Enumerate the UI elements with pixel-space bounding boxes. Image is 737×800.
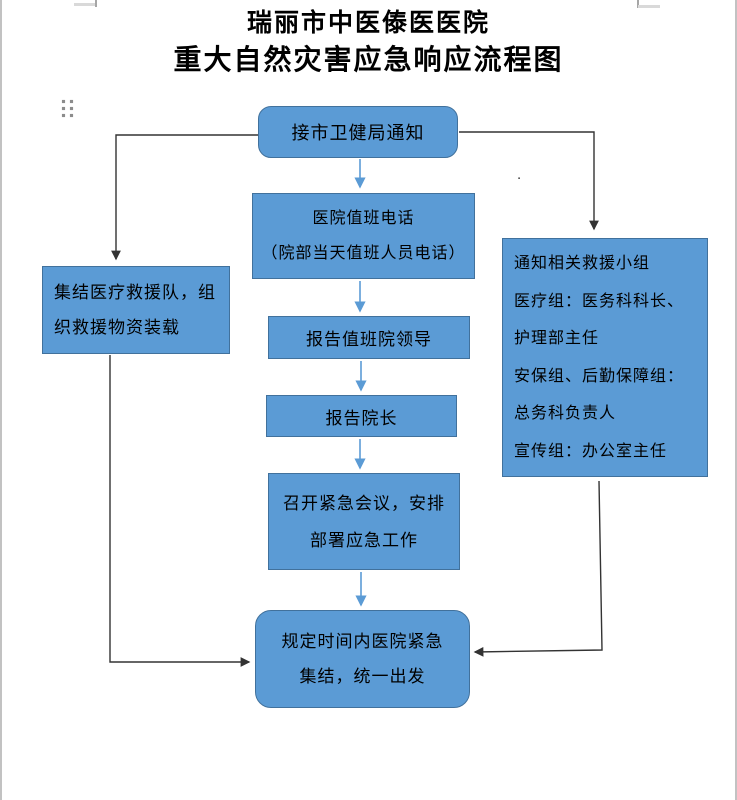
- flow-node-label: 总务科负责人: [514, 405, 617, 422]
- flow-node-duty-phone[interactable]: 医院值班电话 （院部当天值班人员电话）: [252, 193, 475, 279]
- flow-node-assembly-departure[interactable]: 规定时间内医院紧急 集结，统一出发: [255, 610, 470, 708]
- page-title: 瑞丽市中医傣医医院 重大自然灾害应急响应流程图: [0, 8, 737, 77]
- flow-node-label: 集结，统一出发: [299, 667, 426, 686]
- flow-node-label: 护理部主任: [514, 330, 600, 347]
- flow-node-assemble-team[interactable]: 集结医疗救援队，组 织救援物资装载: [42, 266, 230, 354]
- flow-node-label: 安保组、后勤保障组：: [514, 367, 685, 385]
- stray-period-mark: .: [517, 166, 522, 183]
- text-boundary-mark-right: [638, 5, 660, 8]
- flow-node-label: 接市卫健局通知: [291, 123, 425, 143]
- connector-notice-to-notifygroups: [459, 131, 599, 231]
- flow-node-label: 报告值班院领导: [306, 330, 432, 349]
- connector-assembleteam-to-assembly: [109, 355, 251, 667]
- flow-node-label: 部署应急工作: [310, 530, 418, 550]
- page-left-edge: [0, 0, 2, 800]
- flow-node-label: 报告院长: [325, 408, 398, 428]
- text-boundary-mark-left: [74, 3, 97, 6]
- drag-handle-icon[interactable]: [62, 100, 74, 117]
- page-title-line1: 瑞丽市中医傣医医院: [246, 9, 490, 37]
- text-boundary-mark-left-vertical: [95, 0, 97, 7]
- flow-node-label: 医院值班电话: [312, 210, 415, 227]
- page-title-line2: 重大自然灾害应急响应流程图: [173, 44, 564, 76]
- flow-node-label: 通知相关救援小组: [514, 255, 651, 272]
- connector-notifygroups-to-assembly: [473, 480, 603, 657]
- connector-notice-to-assembleteam: [111, 134, 258, 261]
- flow-node-label: 宣传组：办公室主任: [514, 442, 668, 460]
- flow-node-label: （院部当天值班人员电话）: [261, 245, 466, 262]
- text-boundary-mark-right-vertical: [637, 0, 639, 8]
- flow-node-emergency-meeting[interactable]: 召开紧急会议，安排 部署应急工作: [268, 473, 460, 570]
- flow-node-label: 规定时间内医院紧急: [281, 632, 444, 651]
- flow-node-receive-notice[interactable]: 接市卫健局通知: [258, 106, 458, 158]
- flow-node-label: 召开紧急会议，安排: [283, 493, 445, 513]
- flow-node-label: 织救援物资装载: [54, 318, 180, 337]
- flow-node-report-duty-leader[interactable]: 报告值班院领导: [268, 316, 470, 359]
- flow-node-label: 集结医疗救援队，组: [54, 283, 216, 302]
- page-right-edge: [735, 0, 737, 800]
- flow-node-label: 医疗组：医务科科长、: [514, 292, 685, 310]
- flow-node-report-president[interactable]: 报告院长: [266, 395, 457, 437]
- flow-node-notify-groups[interactable]: 通知相关救援小组 医疗组：医务科科长、 护理部主任 安保组、后勤保障组： 总务科…: [502, 238, 708, 477]
